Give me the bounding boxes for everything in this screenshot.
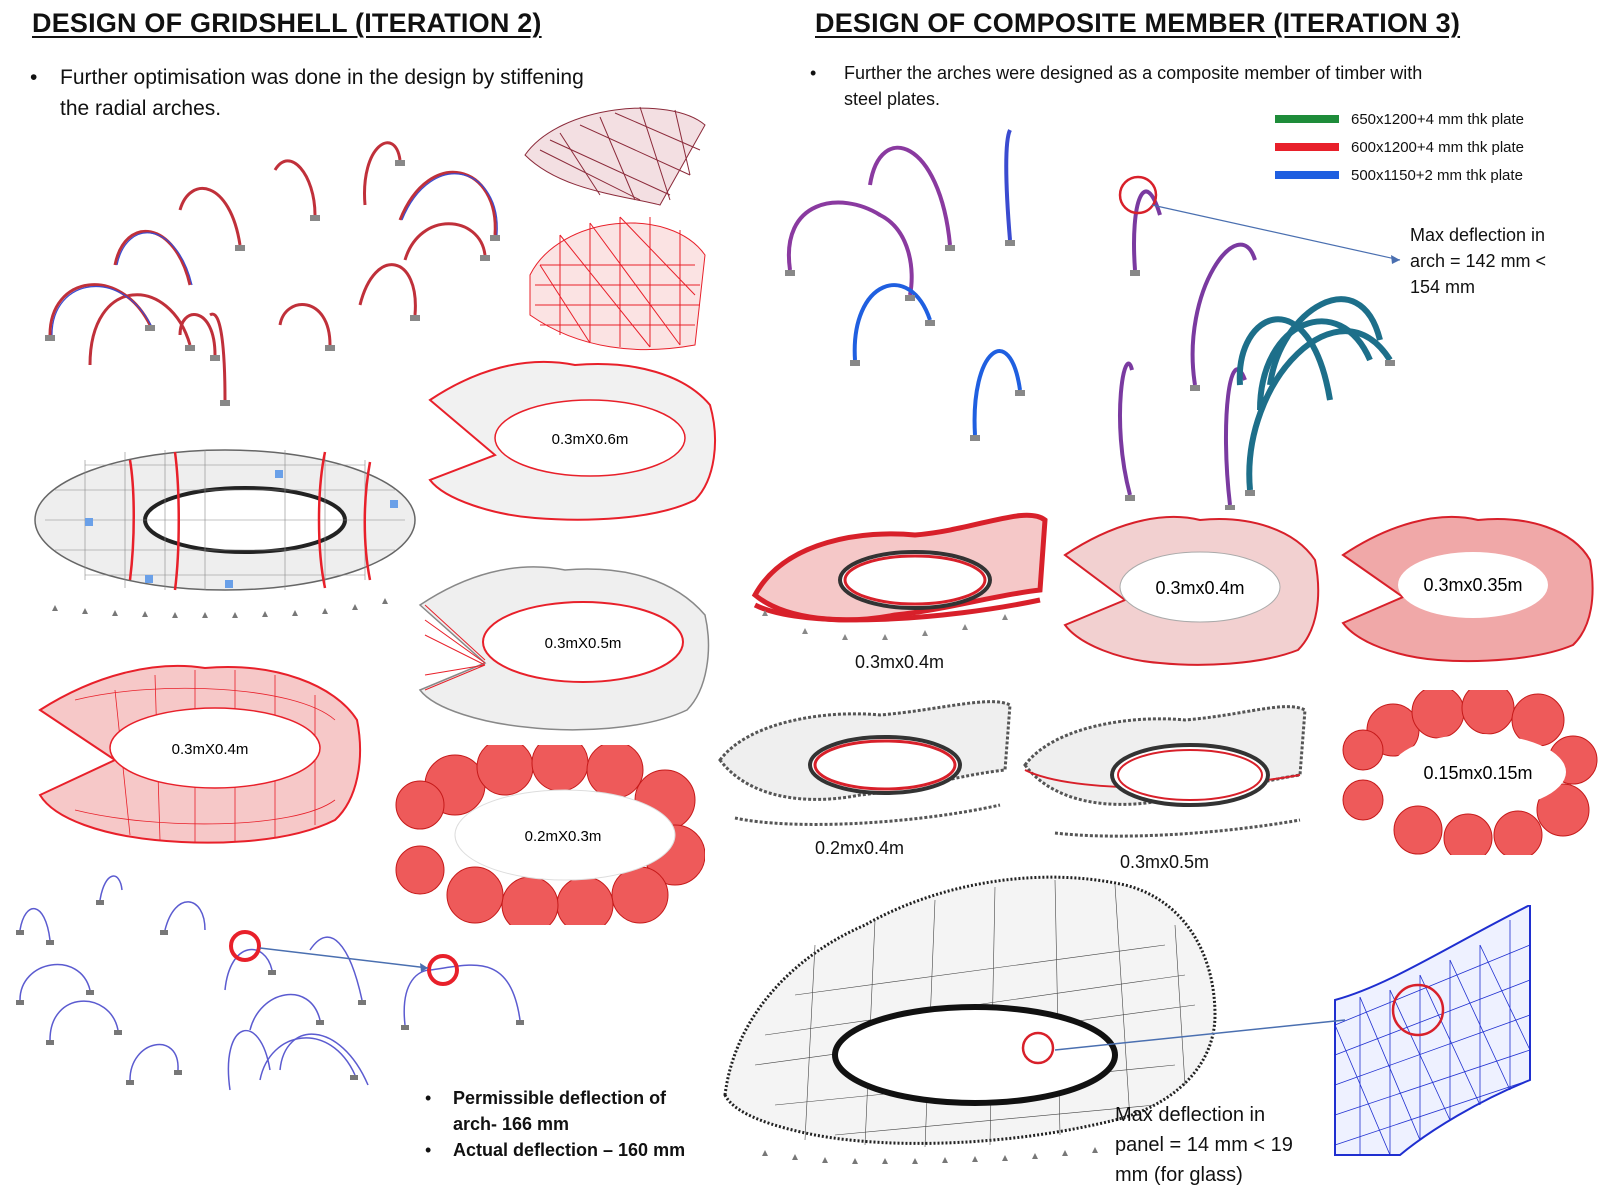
arch-9 <box>358 263 417 316</box>
model-grey-ring-0.3x0.5 <box>1023 705 1307 838</box>
arch-3 <box>113 229 192 286</box>
bullet: • <box>30 66 38 89</box>
legend-item: 600x1200+4 mm thk plate <box>1275 133 1524 161</box>
actual-deflection: Actual deflection – 160 mm <box>453 1140 686 1160</box>
arch-1 <box>48 283 152 336</box>
legend-item: 500x1150+2 mm thk plate <box>1275 161 1524 189</box>
plan-label: 0.2mX0.3m <box>525 828 602 845</box>
left-heading: DESIGN OF GRIDSHELL (ITERATION 2) <box>32 8 542 38</box>
left-torus-gridshell <box>34 449 416 618</box>
left-deflected-arches <box>16 875 524 1091</box>
arch-6 <box>363 141 402 206</box>
deflection-marker <box>1118 175 1158 215</box>
legend-swatch-green <box>1275 115 1339 123</box>
plan-label: 0.3mX0.4m <box>172 741 249 758</box>
panel-deflection-arrow <box>1054 1019 1346 1051</box>
permissible-deflection-line2: arch- 166 mm <box>453 1114 570 1134</box>
blue-mesh-detail <box>1334 905 1531 1156</box>
panel-deflection-line2: panel = 14 mm < 19 <box>1115 1134 1293 1156</box>
left-notes: • Permissible deflection of arch- 166 mm… <box>425 1085 685 1163</box>
arch-2 <box>88 293 192 366</box>
arch-5 <box>273 159 317 216</box>
plan-label: 0.3mx0.35m <box>1423 575 1522 595</box>
left-intro-line2: the radial arches. <box>60 97 222 120</box>
model-label: 0.3mx0.4m <box>855 652 945 672</box>
panel-deflection-note: Max deflection in panel = 14 mm < 19 mm … <box>1115 1100 1293 1190</box>
model-label: 0.3mx0.5m <box>1120 852 1210 872</box>
bullet: • <box>425 1140 432 1160</box>
left-intro: • Further optimisation was done in the d… <box>30 62 584 124</box>
plan-label: 0.15mx0.15m <box>1423 763 1532 783</box>
right-heading: DESIGN OF COMPOSITE MEMBER (ITERATION 3) <box>815 8 1461 38</box>
arch-12 <box>209 312 227 401</box>
arch-8 <box>403 222 487 261</box>
right-intro-line2: steel plates. <box>844 89 941 109</box>
right-composite-arches <box>785 129 1401 510</box>
left-arches-cluster <box>45 141 500 406</box>
plan-label: 0.3mx0.4m <box>1155 578 1244 598</box>
deflection-marker <box>1021 1031 1055 1065</box>
model-plan-0.15x0.15: 0.15mx0.15m <box>1342 690 1598 855</box>
arch-11 <box>178 313 217 356</box>
model-label: 0.2mx0.4m <box>815 838 905 858</box>
legend-swatch-red <box>1275 143 1339 151</box>
arch-4 <box>178 187 242 246</box>
left-roof-models <box>524 106 706 351</box>
plan-0.3x0.6: 0.3mX0.6m <box>428 360 716 521</box>
model-plan-0.3x0.35: 0.3mx0.35m <box>1341 515 1594 663</box>
right-intro-line1: Further the arches were designed as a co… <box>844 63 1423 83</box>
arch-deflection-line2: arch = 142 mm < <box>1410 251 1547 271</box>
black-gridshell-model <box>723 875 1217 1164</box>
bullet: • <box>810 63 817 83</box>
arch-deflection-line1: Max deflection in <box>1410 225 1546 245</box>
permissible-deflection-line1: Permissible deflection of <box>453 1088 667 1108</box>
plan-0.3x0.4: 0.3mX0.4m <box>38 664 362 844</box>
right-intro: • Further the arches were designed as a … <box>810 60 1422 112</box>
plan-0.2x0.3: 0.2mX0.3m <box>395 745 705 925</box>
model-red-ring-1 <box>751 512 1048 640</box>
plan-label: 0.3mX0.6m <box>552 431 629 448</box>
deflection-marker <box>427 954 459 986</box>
legend-item: 650x1200+4 mm thk plate <box>1275 105 1524 133</box>
legend-swatch-blue <box>1275 171 1339 179</box>
deflection-marker <box>1391 983 1445 1037</box>
panel-deflection-line3: mm (for glass) <box>1115 1164 1243 1186</box>
arch-10 <box>278 303 332 346</box>
deflection-marker <box>229 930 261 962</box>
bullet: • <box>425 1088 432 1108</box>
model-plan-0.3x0.4: 0.3mx0.4m <box>1063 515 1320 666</box>
arch-7 <box>398 170 497 236</box>
plate-legend: 650x1200+4 mm thk plate 600x1200+4 mm th… <box>1275 105 1524 189</box>
arch-deflection-note: Max deflection in arch = 142 mm < 154 mm <box>1410 222 1546 300</box>
panel-deflection-line1: Max deflection in <box>1115 1104 1266 1126</box>
model-grey-ring-0.2x0.4 <box>718 700 1012 826</box>
arch-deflection-line3: 154 mm <box>1410 277 1476 297</box>
left-intro-line1: Further optimisation was done in the des… <box>60 66 584 89</box>
plan-label: 0.3mX0.5m <box>545 635 622 652</box>
plan-0.3x0.5: 0.3mX0.5m <box>418 566 710 731</box>
